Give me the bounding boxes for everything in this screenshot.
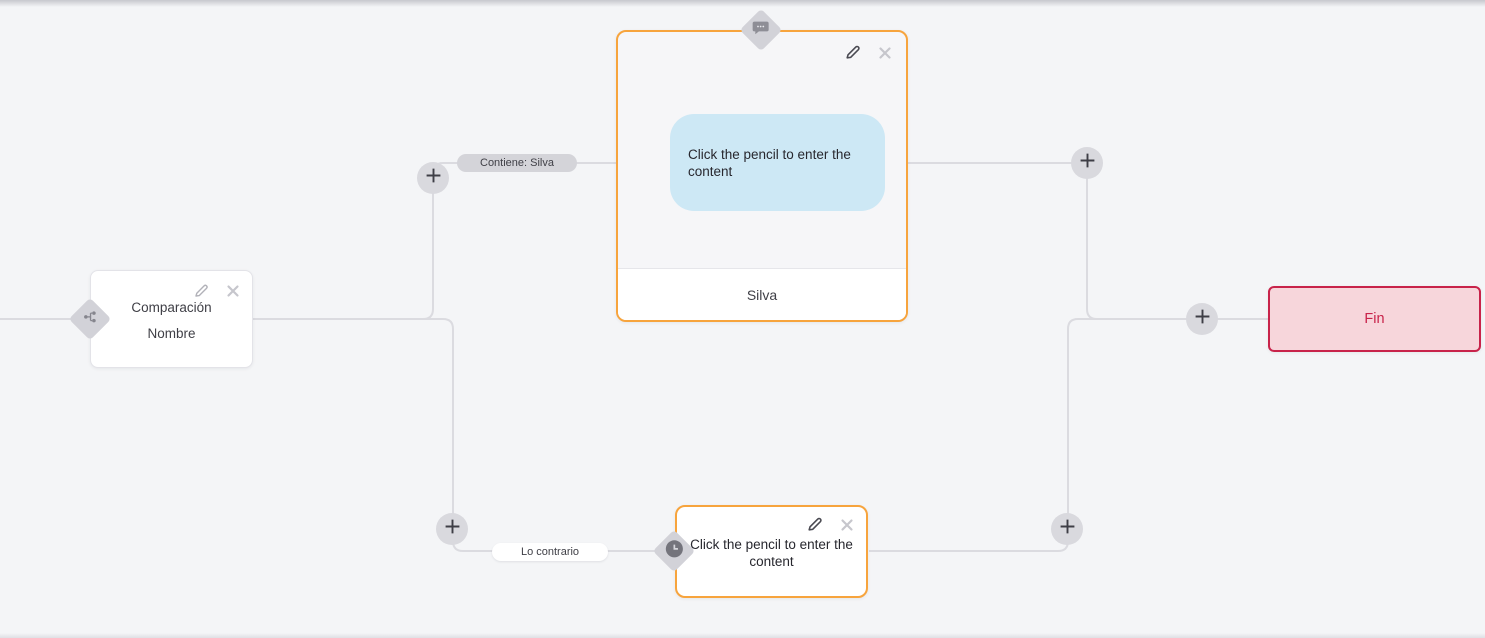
plus-icon (425, 167, 442, 189)
message-node-footer: Silva (618, 268, 906, 320)
add-node-button-bottom-left[interactable] (436, 513, 468, 545)
message-node[interactable]: Click the pencil to enter the content Si… (616, 30, 908, 322)
condition-node[interactable]: Comparación Nombre (90, 270, 253, 368)
message-node-type-badge (739, 8, 783, 52)
plus-icon (444, 518, 461, 540)
end-node-label: Fin (1364, 311, 1385, 327)
end-node[interactable]: Fin (1268, 286, 1481, 352)
add-node-button-bottom-right[interactable] (1051, 513, 1083, 545)
plus-icon (1194, 308, 1211, 330)
message-bubble-placeholder: Click the pencil to enter the content (688, 146, 851, 179)
message-node-actions (844, 44, 893, 61)
delay-node-placeholder: Click the pencil to enter the content (690, 537, 853, 569)
condition-node-type-badge (68, 297, 112, 341)
add-node-button-before-end[interactable] (1186, 303, 1218, 335)
close-icon[interactable] (838, 516, 855, 533)
message-bubble-preview: Click the pencil to enter the content (670, 114, 885, 211)
edge-message-to-end (908, 162, 1268, 320)
clock-icon (665, 539, 684, 563)
delay-node[interactable]: Click the pencil to enter the content (675, 505, 868, 598)
condition-node-subtitle: Nombre (147, 326, 196, 341)
edge-label-contains-text: Contiene: Silva (480, 157, 554, 169)
edge-condition-to-delay (253, 318, 676, 552)
condition-node-title: Comparación (131, 300, 212, 315)
pencil-icon[interactable] (806, 516, 823, 533)
add-node-button-top-right[interactable] (1071, 147, 1103, 179)
pencil-icon[interactable] (192, 282, 209, 299)
close-icon[interactable] (876, 44, 893, 61)
plus-icon (1079, 152, 1096, 174)
close-icon[interactable] (224, 282, 241, 299)
edge-label-contains: Contiene: Silva (457, 154, 577, 172)
branch-icon (83, 309, 98, 329)
add-node-button-top-left[interactable] (417, 162, 449, 194)
message-footer-label: Silva (746, 286, 778, 303)
delay-node-type-badge (652, 529, 696, 573)
chat-bubble-icon (752, 20, 770, 41)
pencil-icon[interactable] (844, 44, 861, 61)
delay-node-actions (806, 516, 855, 533)
condition-node-actions (192, 282, 241, 299)
edge-delay-to-end (869, 318, 1100, 552)
edge-label-otherwise: Lo contrario (492, 543, 608, 561)
edge-label-otherwise-text: Lo contrario (520, 546, 580, 558)
plus-icon (1059, 518, 1076, 540)
